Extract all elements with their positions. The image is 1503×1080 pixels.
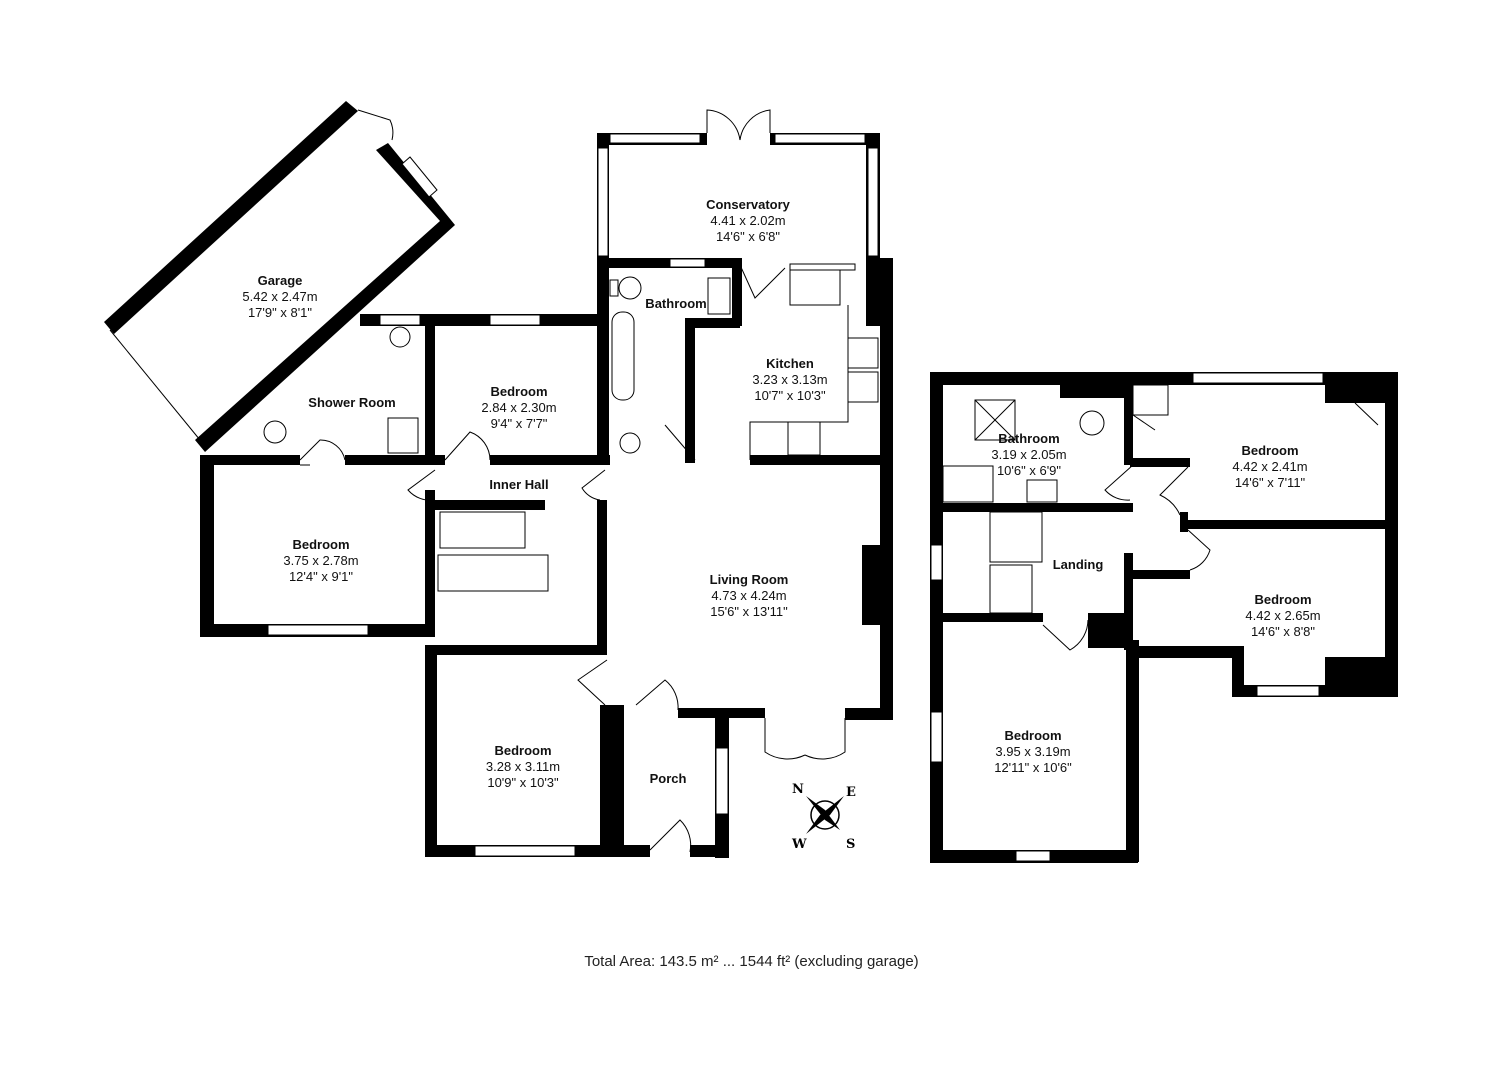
room-metric: 4.42 x 2.65m (1245, 608, 1321, 623)
room-name: Porch (649, 771, 687, 786)
room-name: Conservatory (706, 197, 790, 212)
compass-w: W (791, 837, 807, 852)
room-metric: 4.42 x 2.41m (1232, 459, 1308, 474)
room-imperial: 12'4" x 9'1" (288, 569, 354, 584)
room-imperial: 15'6" x 13'11" (710, 604, 788, 619)
room-name: Bedroom (1241, 443, 1299, 458)
room-name: Garage (257, 273, 303, 288)
room-metric: 3.19 x 2.05m (991, 447, 1067, 462)
room-metric: 4.73 x 4.24m (711, 588, 787, 603)
room-name: Bedroom (490, 384, 548, 399)
room-metric: 3.75 x 2.78m (283, 553, 359, 568)
doors (109, 109, 1379, 853)
room-name: Bedroom (1254, 592, 1312, 607)
room-imperial: 14'6" x 7'11" (1234, 475, 1306, 490)
room-inner-hall: Inner Hall (489, 477, 548, 493)
room-porch: Porch (650, 771, 687, 787)
room-imperial: 14'6" x 8'8" (1250, 624, 1316, 639)
room-metric: 4.41 x 2.02m (710, 213, 786, 228)
room-shower-room: Shower Room (308, 395, 395, 411)
total-area: Total Area: 143.5 m² ... 1544 ft² (exclu… (584, 953, 919, 970)
compass-e: E (846, 785, 856, 800)
garage-wall (195, 143, 455, 452)
room-name: Bathroom (998, 431, 1060, 446)
room-name: Shower Room (308, 395, 396, 410)
room-landing: Landing (1053, 557, 1104, 573)
windows (267, 133, 1324, 862)
compass-n: N (792, 782, 804, 797)
room-bathroom-ground: Bathroom (645, 296, 706, 312)
room-metric: 2.84 x 2.30m (481, 400, 557, 415)
room-imperial: 10'7" x 10'3" (754, 388, 826, 403)
room-metric: 3.28 x 3.11m (485, 759, 561, 774)
room-imperial: 9'4" x 7'7" (490, 416, 548, 431)
room-metric: 5.42 x 2.47m (242, 289, 318, 304)
room-name: Bedroom (292, 537, 350, 552)
compass-rose: N E S W (791, 782, 856, 852)
room-metric: 3.23 x 3.13m (752, 372, 828, 387)
room-imperial: 17'9" x 8'1" (247, 305, 313, 320)
room-imperial: 10'9" x 10'3" (487, 775, 559, 790)
room-name: Bathroom (645, 296, 707, 311)
room-name: Landing (1052, 557, 1104, 572)
room-metric: 3.95 x 3.19m (995, 744, 1071, 759)
room-name: Bedroom (494, 743, 552, 758)
garage-wall (104, 101, 358, 334)
room-name: Inner Hall (489, 477, 549, 492)
room-imperial: 12'11" x 10'6" (994, 760, 1072, 775)
room-imperial: 14'6" x 6'8" (715, 229, 781, 244)
room-name: Living Room (709, 572, 789, 587)
room-name: Kitchen (766, 356, 814, 371)
room-imperial: 10'6" x 6'9" (996, 463, 1062, 478)
compass-s: S (846, 837, 855, 852)
room-name: Bedroom (1004, 728, 1062, 743)
